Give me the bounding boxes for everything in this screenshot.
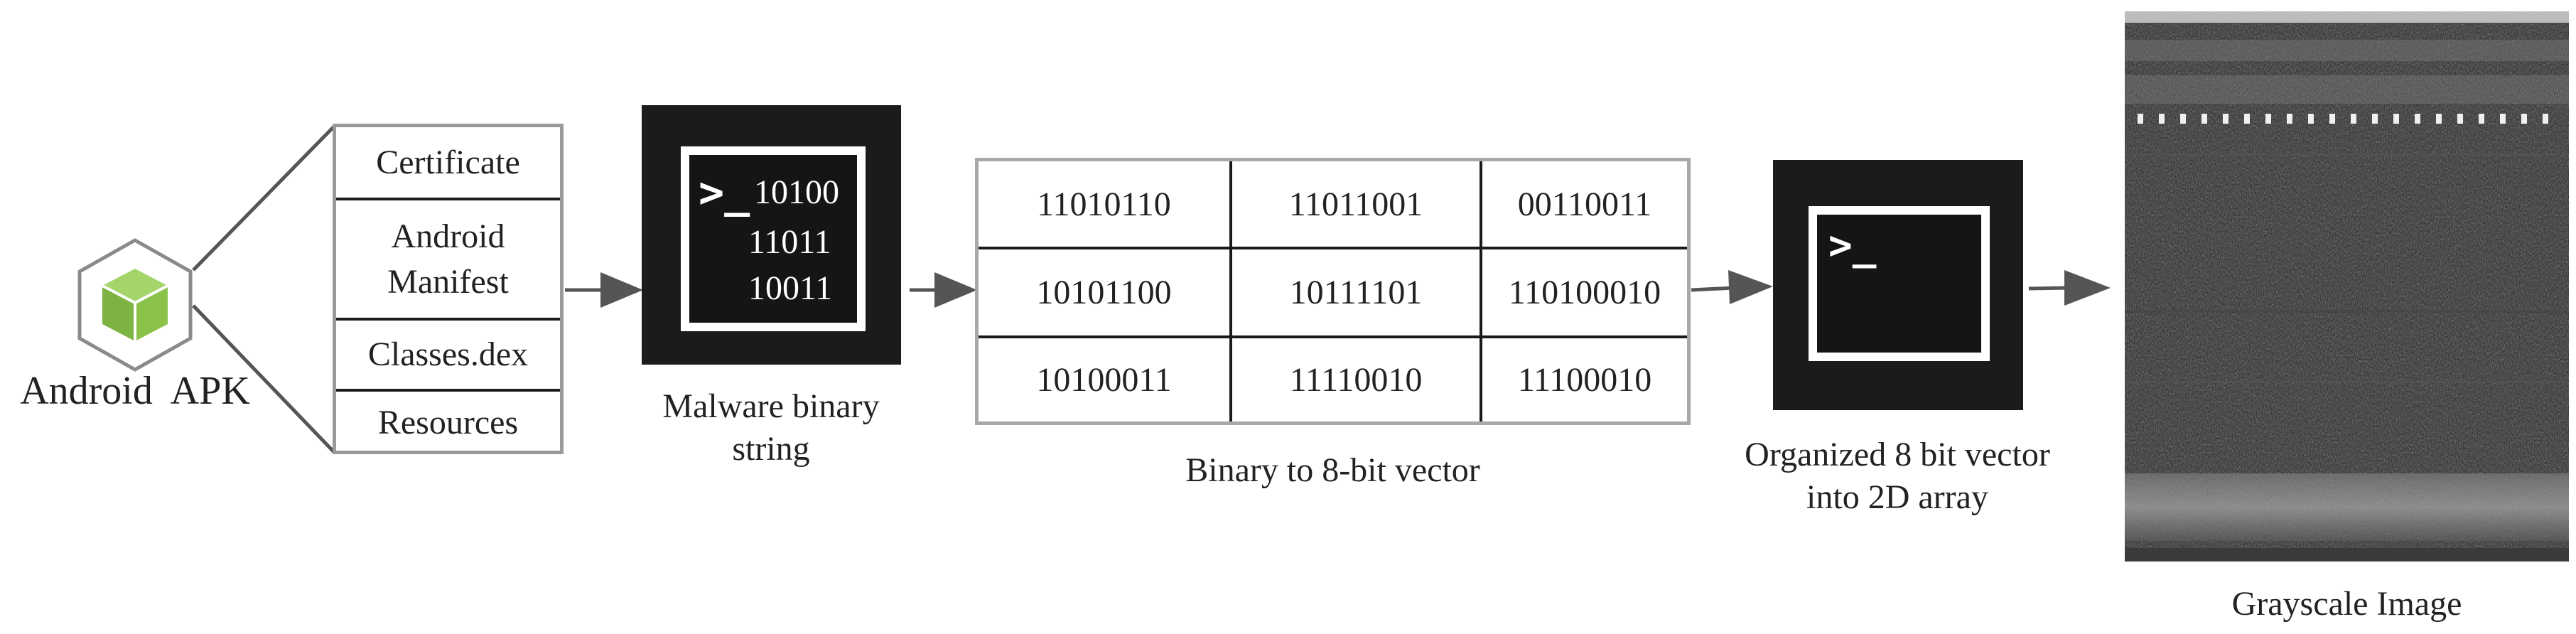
component-divider — [336, 318, 560, 321]
vector-cell: 00110011 — [1517, 185, 1652, 223]
arrow-3 — [1691, 286, 1735, 292]
dotted-row — [2138, 114, 2548, 124]
vector-cell: 11110010 — [1289, 361, 1423, 399]
vector-cell: 10101100 — [1036, 274, 1172, 311]
array-2d-terminal: >_ — [1773, 160, 2023, 410]
binary-line-1: 10100 — [754, 173, 839, 211]
component-resources: Resources — [377, 404, 519, 441]
vector-cell: 11011001 — [1288, 185, 1423, 223]
vector-cell: 10111101 — [1289, 274, 1423, 311]
grayscale-image — [2125, 11, 2569, 562]
vector-cell: 11010110 — [1037, 185, 1171, 223]
binary-vector-table: 11010110 11011001 00110011 10101100 1011… — [975, 158, 1691, 425]
malware-binary-caption: Malware binary string — [662, 387, 880, 468]
array-2d-caption: Organized 8 bit vector into 2D array — [1745, 436, 2050, 516]
component-classes-dex: Classes.dex — [367, 335, 529, 373]
component-android-manifest: Android Manifest — [387, 217, 509, 301]
binary-line-3: 10011 — [748, 269, 833, 307]
component-divider — [336, 389, 560, 392]
android-apk-label: Android APK — [20, 369, 250, 413]
prompt-glyph: >_ — [1828, 222, 1877, 269]
vector-cell: 10100011 — [1036, 361, 1172, 399]
vector-cell: 110100010 — [1508, 274, 1661, 311]
apk-components-list: Certificate Android Manifest Classes.dex… — [333, 124, 564, 454]
component-divider — [336, 198, 560, 200]
arrow-4 — [2028, 286, 2069, 291]
android-apk-icon — [77, 238, 193, 372]
vector-caption: Binary to 8-bit vector — [1185, 451, 1480, 489]
vector-cell: 11100010 — [1517, 361, 1652, 399]
component-certificate: Certificate — [376, 144, 520, 181]
grayscale-caption: Grayscale Image — [2231, 585, 2462, 623]
binary-line-2: 11011 — [748, 223, 831, 261]
prompt-glyph: >_ — [699, 168, 750, 217]
malware-binary-terminal: >_ 10100 11011 10011 — [642, 105, 901, 365]
